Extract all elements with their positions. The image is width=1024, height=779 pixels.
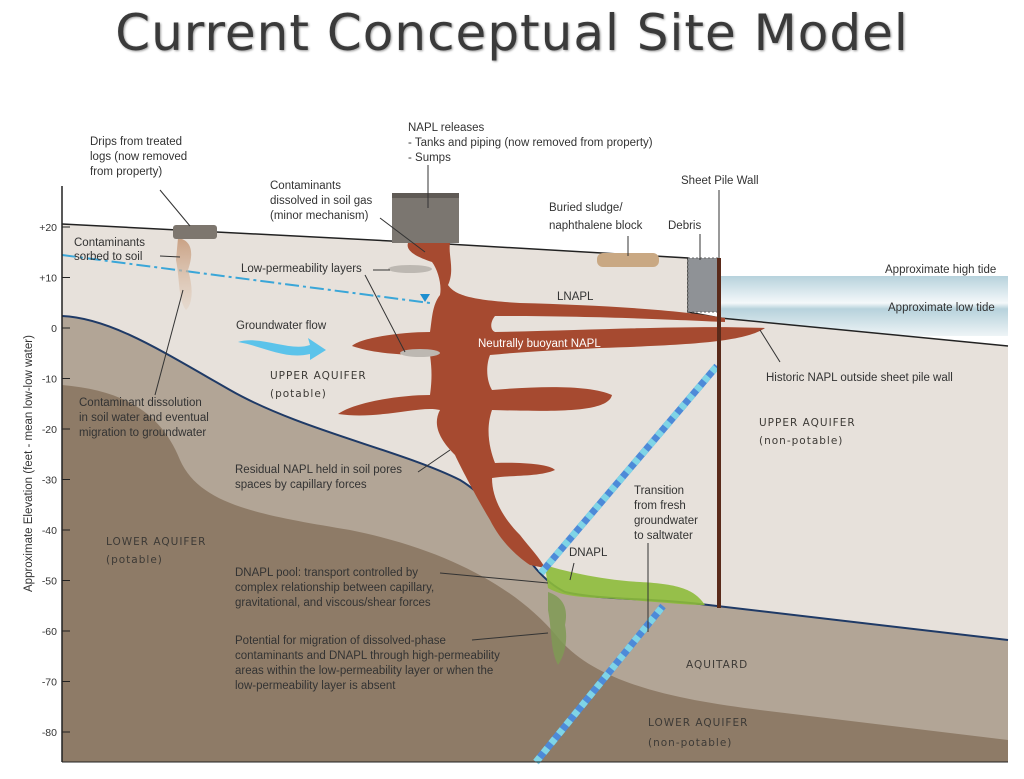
axis-tick-label: 0 — [51, 323, 57, 335]
axis-tick-label: -30 — [42, 475, 57, 487]
sorbed-plume — [176, 238, 192, 310]
axis-tick-label: +20 — [39, 222, 57, 234]
freshwater-saltwater-transition — [533, 363, 720, 765]
tank — [392, 193, 459, 243]
low-permeability-label: Low-permeability layers — [241, 263, 362, 275]
water-table-marker-icon — [420, 294, 430, 302]
axis-tick-label: -70 — [42, 677, 57, 689]
dnapl-migration — [548, 592, 567, 665]
dnapl-pool — [545, 565, 705, 605]
low-permeability-layer — [388, 265, 432, 273]
migration-label: Potential for migration of dissolved-pha… — [235, 635, 500, 692]
lower-aquifer-layer — [62, 385, 1008, 762]
high-tide-label: Approximate high tide — [885, 264, 996, 276]
axis-label: Approximate Elevation (feet - mean low-l… — [23, 335, 35, 592]
neutral-napl-label: Neutrally buoyant NAPL — [478, 338, 601, 350]
dnapl-label: DNAPL — [569, 547, 608, 559]
groundwater-flow-arrow-icon — [238, 338, 326, 360]
lnapl-label: LNAPL — [557, 291, 594, 303]
page-title: Current Conceptual Site Model — [115, 4, 909, 62]
axis-tick-label: -10 — [42, 374, 57, 386]
leader-lines — [154, 165, 781, 641]
axis-ticks: +20 +10 0 -10 -20 -30 -40 -50 -60 -70 -80 — [39, 222, 70, 739]
water-table — [61, 254, 431, 304]
upper-aquifer-potable-label: UPPER AQUIFER(potable) — [270, 370, 367, 400]
sludge-label: Buried sludge/naphthalene block — [549, 202, 643, 232]
axis-tick-label: -20 — [42, 424, 57, 436]
axis-tick-label: -80 — [42, 727, 57, 739]
low-tide-label: Approximate low tide — [888, 302, 995, 314]
sheet-pile-label: Sheet Pile Wall — [681, 175, 759, 187]
sludge-block — [597, 253, 659, 267]
tank-lid — [392, 193, 459, 198]
axis-tick-label: -60 — [42, 626, 57, 638]
historic-napl-label: Historic NAPL outside sheet pile wall — [766, 372, 953, 384]
axis-tick-label: +10 — [39, 273, 57, 285]
axis-tick-label: -40 — [42, 525, 57, 537]
groundwater-flow-label: Groundwater flow — [236, 320, 327, 332]
aquitard-label: AQUITARD — [686, 659, 748, 671]
treated-logs — [173, 225, 217, 239]
debris-label: Debris — [668, 220, 701, 232]
upper-aquifer-nonpotable-label: UPPER AQUIFER(non-potable) — [759, 417, 856, 447]
napl-body — [338, 243, 765, 568]
axis-tick-label: -50 — [42, 576, 57, 588]
low-permeability-layer — [400, 349, 440, 357]
debris-pile — [687, 257, 719, 313]
lower-aquifer-nonpotable-label: LOWER AQUIFER(non-potable) — [648, 717, 748, 749]
napl-releases-label: NAPL releases- Tanks and piping (now rem… — [408, 122, 653, 164]
lower-aquifer-potable-label: LOWER AQUIFER(potable) — [106, 536, 206, 566]
